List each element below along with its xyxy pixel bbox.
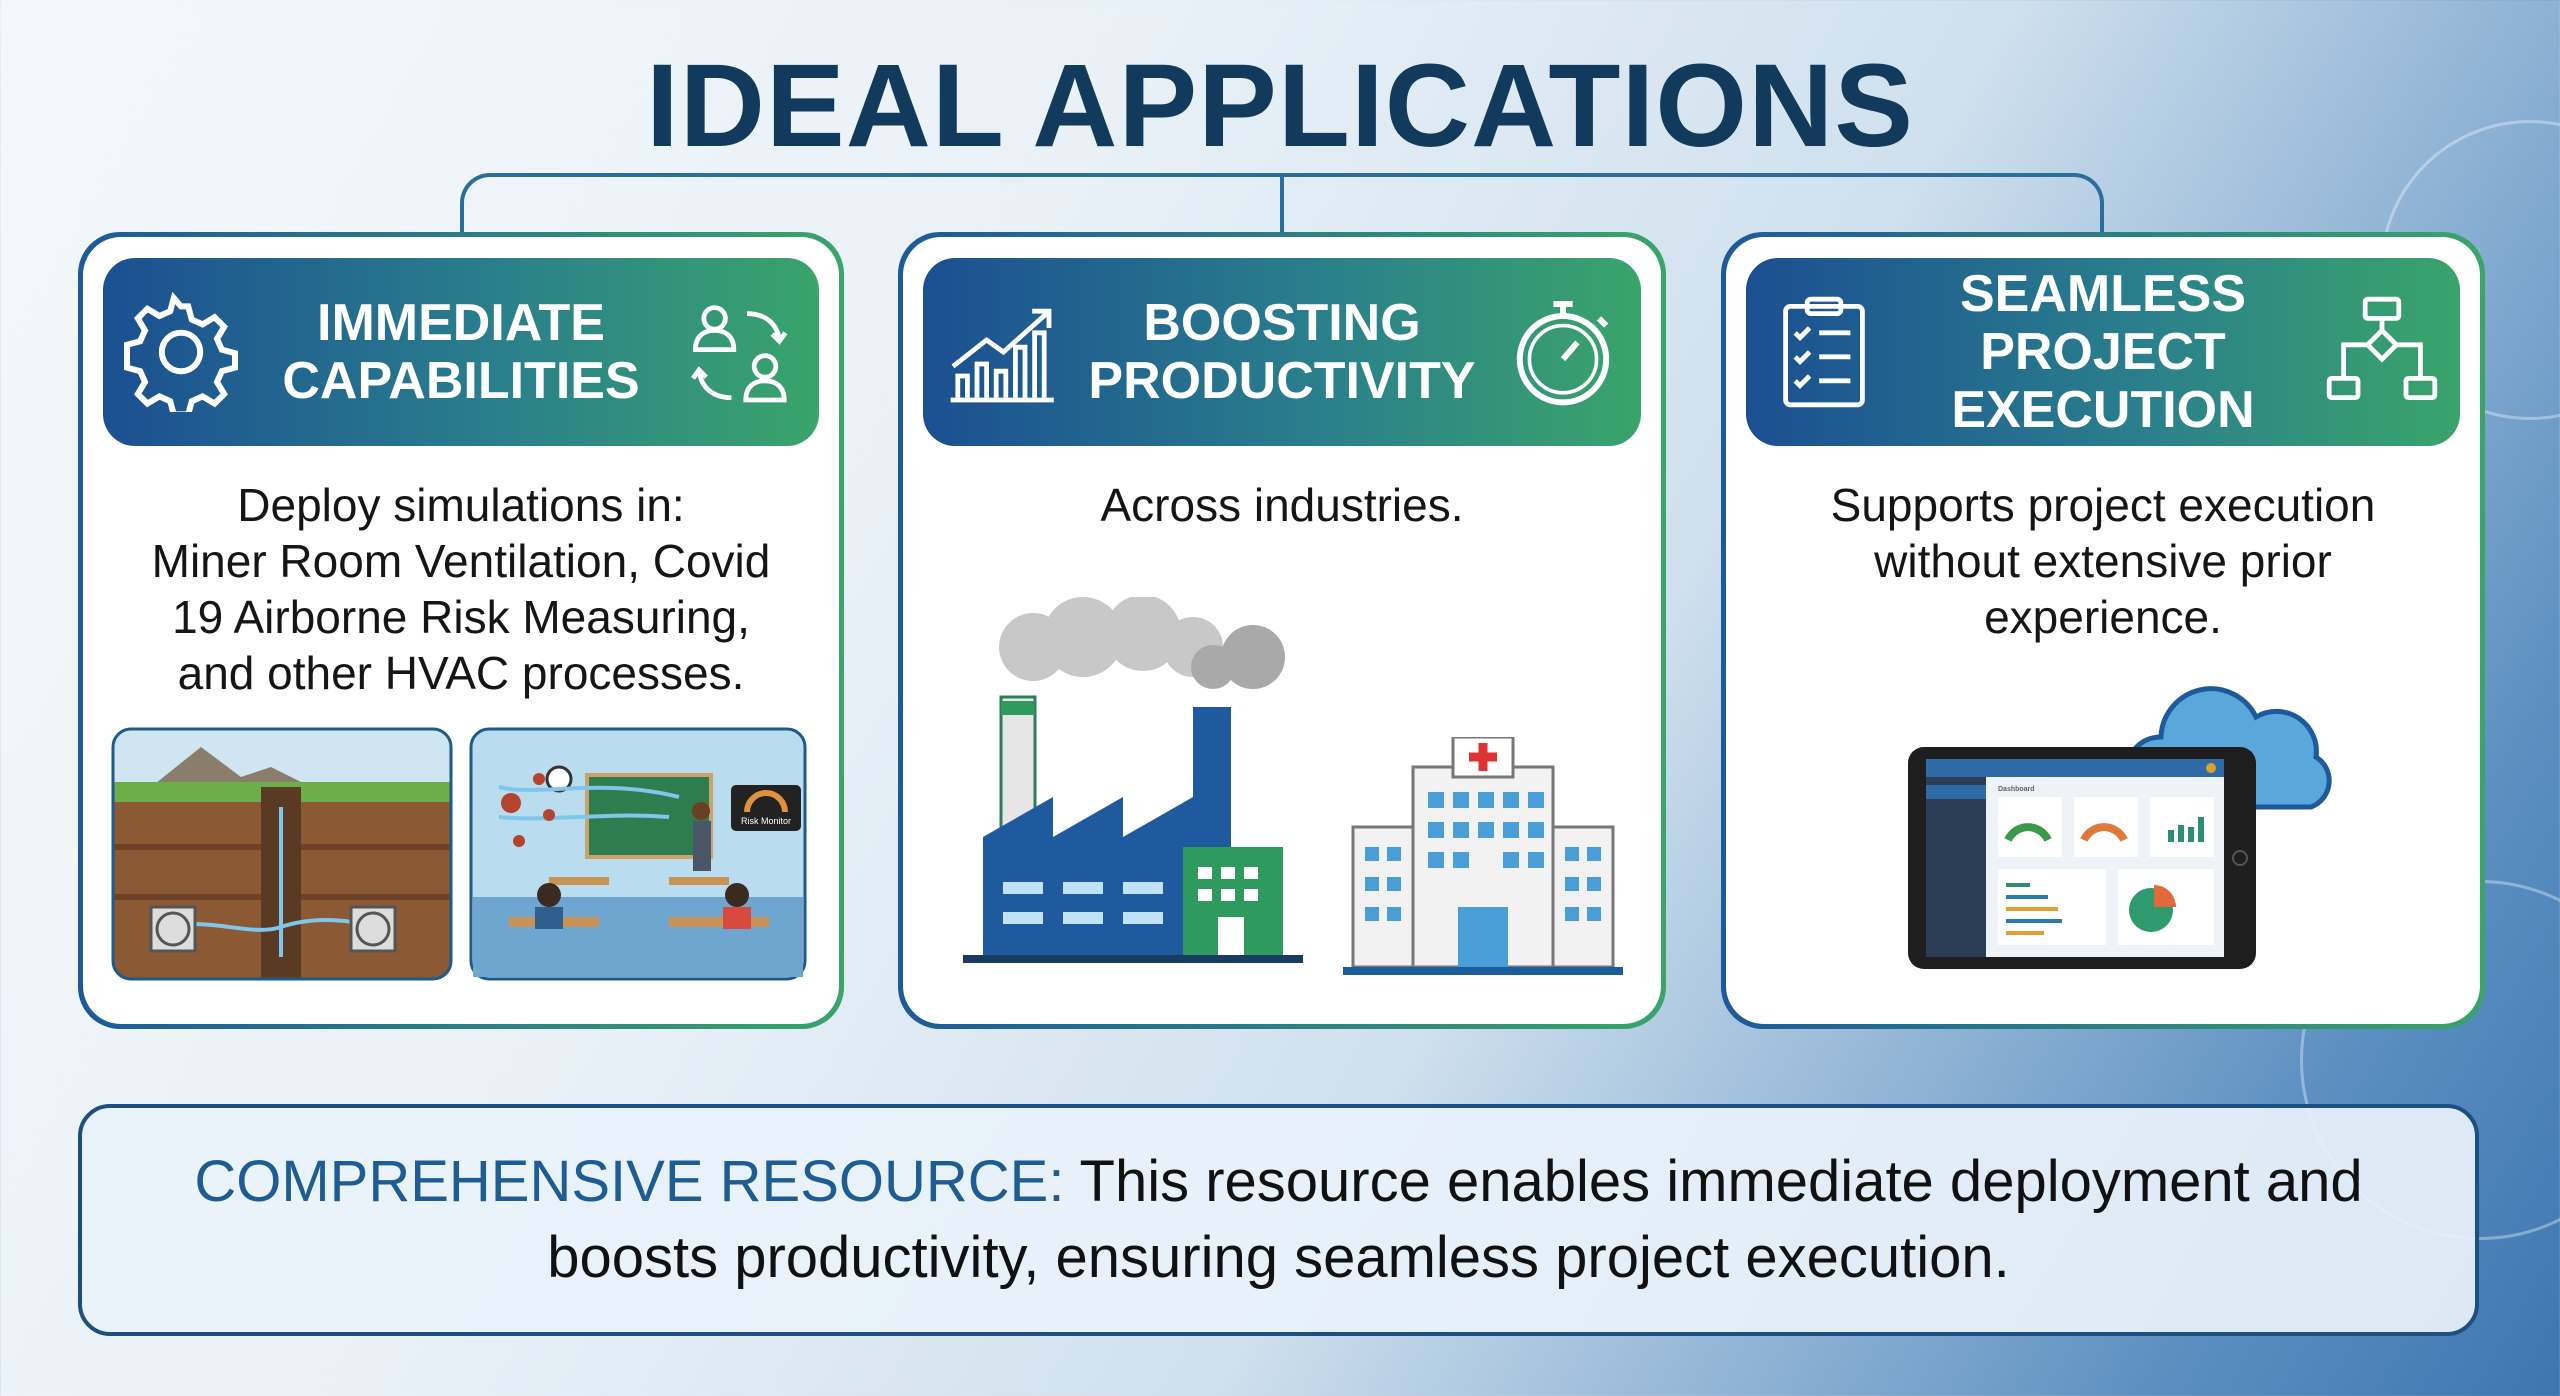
card-heading: IMMEDIATE CAPABILITIES bbox=[282, 294, 640, 410]
classroom-airborne-risk-illustration: Risk Monitor bbox=[469, 727, 807, 981]
card-body-text: Deploy simulations in: Miner Room Ventil… bbox=[151, 479, 771, 699]
card-header: BOOSTING PRODUCTIVITY bbox=[923, 258, 1641, 446]
flowchart-icon bbox=[2326, 296, 2438, 400]
summary-text: COMPREHENSIVE RESOURCE: This resource en… bbox=[142, 1144, 2415, 1296]
summary-banner: COMPREHENSIVE RESOURCE: This resource en… bbox=[78, 1104, 2479, 1336]
card-body-text: Supports project execution without exten… bbox=[1830, 479, 2376, 643]
dashboard-label: Dashboard bbox=[1998, 786, 2035, 793]
factory-illustration bbox=[963, 597, 1303, 963]
card-boosting-productivity: BOOSTING PRODUCTIVITY Across industries. bbox=[898, 232, 1666, 1029]
tablet-dashboard-illustration: Dashboard bbox=[1908, 747, 2256, 969]
card-seamless-project-execution: SEAMLESS PROJECT EXECUTION Supports proj… bbox=[1721, 232, 2485, 1029]
gear-icon bbox=[124, 292, 238, 412]
summary-body: This resource enables immediate deployme… bbox=[547, 1149, 2363, 1290]
growth-chart-icon bbox=[950, 308, 1054, 403]
card-header: IMMEDIATE CAPABILITIES bbox=[103, 258, 819, 446]
people-exchange-icon bbox=[691, 305, 788, 403]
card-header: SEAMLESS PROJECT EXECUTION bbox=[1746, 258, 2460, 446]
card-immediate-capabilities: IMMEDIATE CAPABILITIES Deploy simulation… bbox=[78, 232, 844, 1029]
checklist-icon bbox=[1783, 296, 1865, 408]
card-heading: BOOSTING PRODUCTIVITY bbox=[1088, 294, 1476, 410]
card-body-text: Across industries. bbox=[1100, 479, 1464, 531]
summary-lead: COMPREHENSIVE RESOURCE: bbox=[194, 1149, 1065, 1214]
hospital-illustration bbox=[1343, 737, 1623, 975]
stopwatch-icon bbox=[1516, 301, 1610, 406]
connector-line bbox=[1280, 175, 1284, 233]
page-title: IDEAL APPLICATIONS bbox=[645, 40, 1914, 172]
risk-monitor-label: Risk Monitor bbox=[741, 816, 791, 826]
mine-ventilation-illustration bbox=[111, 727, 453, 981]
card-heading: SEAMLESS PROJECT EXECUTION bbox=[1951, 265, 2255, 439]
